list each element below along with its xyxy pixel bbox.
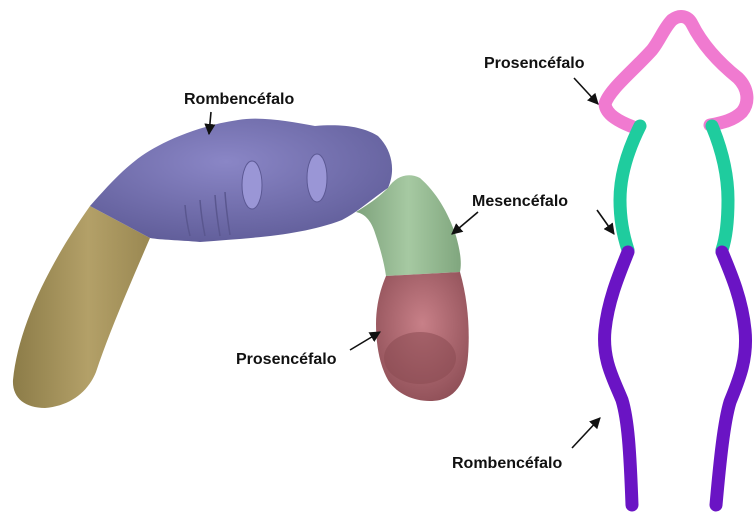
arrow-mesencephalon-to-3d xyxy=(452,212,478,234)
prosencephalon-tube-wall xyxy=(605,17,747,127)
rhombencephalon-bump xyxy=(307,154,327,202)
mesencephalon-tube-wall-right xyxy=(712,126,728,250)
label-mesencephalon: Mesencéfalo xyxy=(472,193,568,210)
arrow-rhombencephalon-right xyxy=(572,418,600,448)
neural-tube-schematic xyxy=(605,17,747,505)
rhombencephalon-tube-wall-left xyxy=(605,252,632,505)
arrow-prosencephalon-left xyxy=(350,332,380,350)
label-prosencephalon-left: Prosencéfalo xyxy=(236,351,337,368)
label-rhombencephalon-right: Rombencéfalo xyxy=(452,455,562,472)
spinal-cord-segment-3d xyxy=(13,206,150,408)
rhombencephalon-tube-wall-right xyxy=(716,252,746,505)
label-prosencephalon-right: Prosencéfalo xyxy=(484,55,585,72)
arrow-mesencephalon-to-tube xyxy=(597,210,614,234)
label-rhombencephalon-left: Rombencéfalo xyxy=(184,91,294,108)
mesencephalon-tube-wall-left xyxy=(620,126,640,250)
rhombencephalon-3d xyxy=(90,119,392,242)
prosencephalon-opening xyxy=(384,332,456,384)
arrow-prosencephalon-right xyxy=(574,78,598,104)
rhombencephalon-bump xyxy=(242,161,262,209)
